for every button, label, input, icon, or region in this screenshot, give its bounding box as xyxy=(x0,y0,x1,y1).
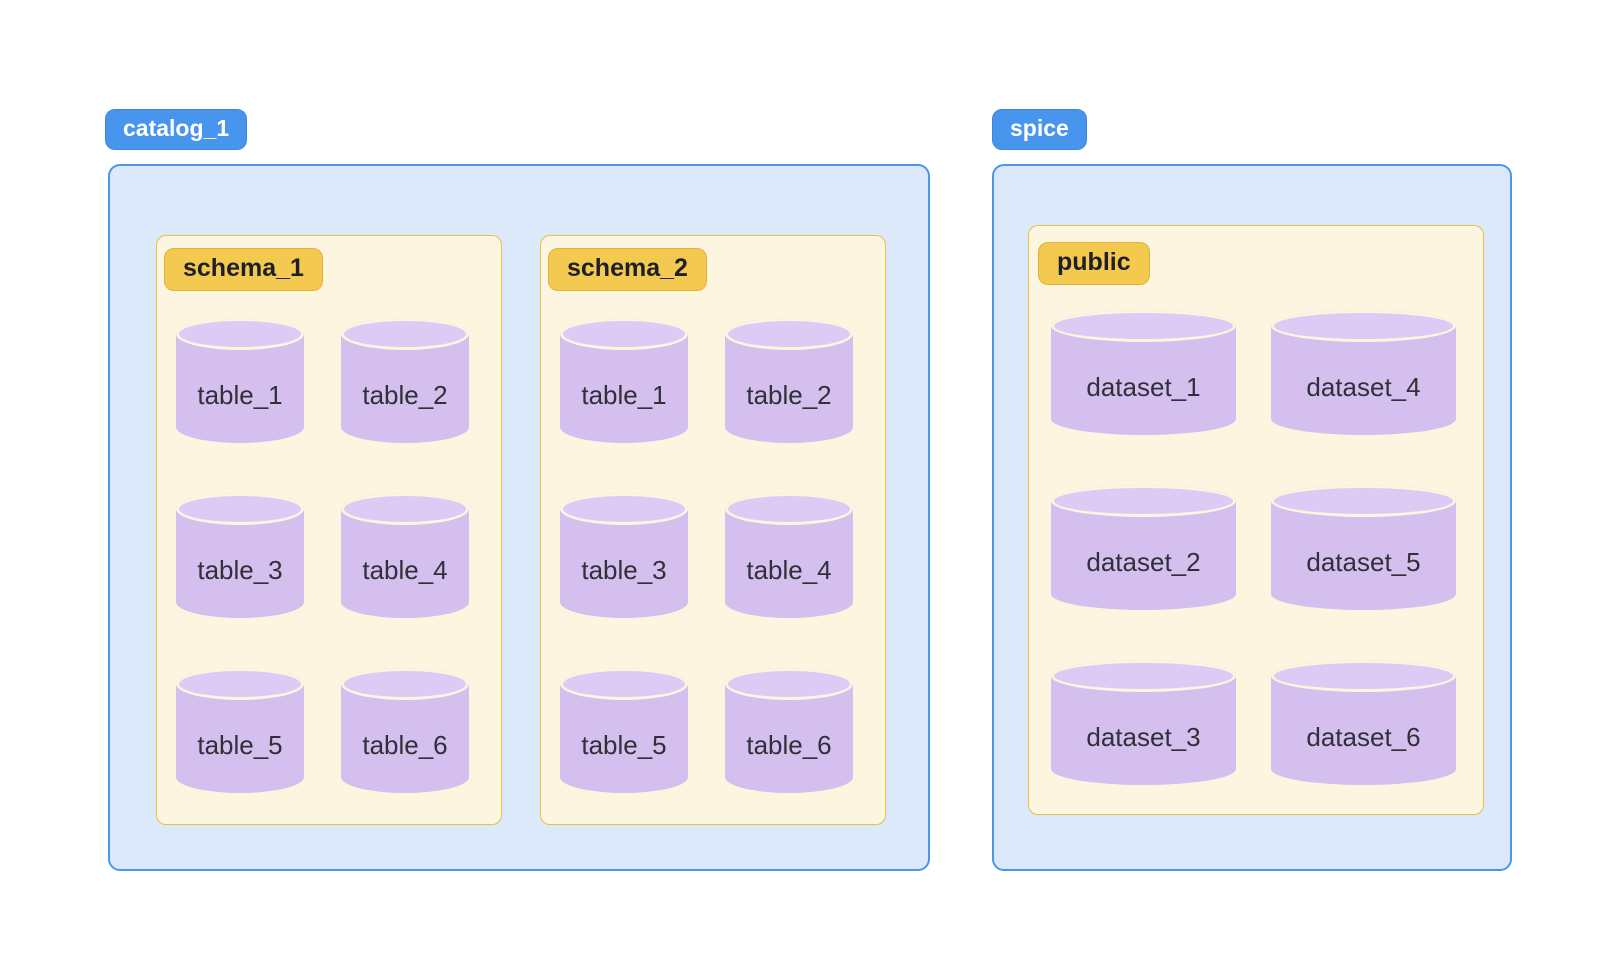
table-label: table_5 xyxy=(197,730,283,760)
dataset-cylinder: dataset_2 xyxy=(1051,485,1236,610)
table-cylinder: table_1 xyxy=(560,318,688,443)
catalog-box: schema_1 table_1 table_2 table_3 table_4… xyxy=(108,164,930,871)
table-label: table_3 xyxy=(581,555,667,585)
table-label: table_6 xyxy=(362,730,448,760)
schema-badge: schema_2 xyxy=(548,248,707,291)
dataset-label: dataset_4 xyxy=(1306,372,1421,402)
table-cylinder: table_2 xyxy=(341,318,469,443)
table-label: table_6 xyxy=(746,730,832,760)
dataset-label: dataset_6 xyxy=(1306,722,1421,752)
table-cylinder: table_6 xyxy=(725,668,853,793)
dataset-cylinder: dataset_1 xyxy=(1051,310,1236,435)
dataset-label: dataset_5 xyxy=(1306,547,1421,577)
table-label: table_1 xyxy=(197,380,283,410)
dataset-label: dataset_3 xyxy=(1086,722,1201,752)
table-label: table_2 xyxy=(746,380,832,410)
schema-box: schema_1 table_1 table_2 table_3 table_4… xyxy=(156,235,502,825)
dataset-label: dataset_1 xyxy=(1086,372,1201,402)
schema-box: schema_2 table_1 table_2 table_3 table_4… xyxy=(540,235,886,825)
table-cylinder: table_2 xyxy=(725,318,853,443)
dataset-cylinder: dataset_3 xyxy=(1051,660,1236,785)
table-label: table_1 xyxy=(581,380,667,410)
table-cylinder: table_3 xyxy=(176,493,304,618)
dataset-grid: dataset_1 dataset_4 dataset_2 dataset_5 … xyxy=(1051,310,1456,785)
table-cylinder: table_3 xyxy=(560,493,688,618)
table-cylinder: table_6 xyxy=(341,668,469,793)
table-label: table_3 xyxy=(197,555,283,585)
dataset-label: dataset_2 xyxy=(1086,547,1201,577)
table-cylinder: table_1 xyxy=(176,318,304,443)
schema-badge: schema_1 xyxy=(164,248,323,291)
table-grid: table_1 table_2 table_3 table_4 table_5 … xyxy=(560,318,853,793)
catalog-badge: spice xyxy=(992,109,1087,150)
dataset-cylinder: dataset_4 xyxy=(1271,310,1456,435)
schema-badge: public xyxy=(1038,242,1150,285)
dataset-cylinder: dataset_5 xyxy=(1271,485,1456,610)
table-label: table_4 xyxy=(746,555,832,585)
schema-box: public dataset_1 dataset_4 dataset_2 dat… xyxy=(1028,225,1484,815)
table-label: table_4 xyxy=(362,555,448,585)
table-cylinder: table_4 xyxy=(341,493,469,618)
table-label: table_5 xyxy=(581,730,667,760)
catalog-box: public dataset_1 dataset_4 dataset_2 dat… xyxy=(992,164,1512,871)
table-cylinder: table_5 xyxy=(176,668,304,793)
table-cylinder: table_4 xyxy=(725,493,853,618)
table-grid: table_1 table_2 table_3 table_4 table_5 … xyxy=(176,318,469,793)
table-cylinder: table_5 xyxy=(560,668,688,793)
table-label: table_2 xyxy=(362,380,448,410)
dataset-cylinder: dataset_6 xyxy=(1271,660,1456,785)
catalog-badge: catalog_1 xyxy=(105,109,248,150)
